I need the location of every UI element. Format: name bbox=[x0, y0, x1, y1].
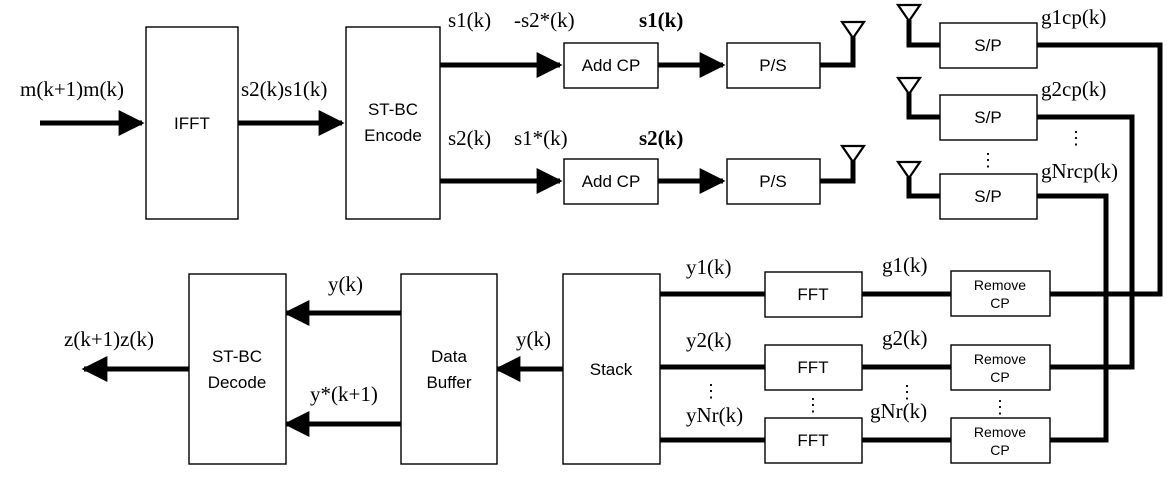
fft-label-2: FFT bbox=[797, 358, 828, 377]
ps-label-1: P/S bbox=[759, 56, 786, 75]
remove-cp-label-2a: Remove bbox=[974, 351, 1026, 367]
encoder-bottom-output-label: s2(k) bbox=[448, 126, 491, 150]
fft-block-2: FFT bbox=[764, 344, 863, 391]
sp-label-N: S/P bbox=[974, 187, 1001, 206]
fft-block-1: FFT bbox=[764, 271, 863, 318]
fft-label-1: FFT bbox=[797, 285, 828, 304]
data-buffer-block: Data Buffer bbox=[400, 273, 498, 465]
ps1-to-antenna-wire bbox=[820, 36, 856, 68]
rx-antenna-2-icon bbox=[895, 76, 923, 96]
encoder-top-conj-label: -s2*(k) bbox=[514, 8, 575, 32]
sp-label-1: S/P bbox=[974, 36, 1001, 55]
remove-cp-block-1: Remove CP bbox=[950, 270, 1051, 317]
data-buffer-label-line1: Data bbox=[431, 347, 467, 366]
remove-cp-label-2b: CP bbox=[990, 369, 1009, 385]
rx2-signal-label: g2cp(k) bbox=[1041, 77, 1106, 101]
ellipsis-markers: ⋮ ⋮ ⋮ ⋮ ⋮ ⋮ bbox=[702, 128, 1085, 417]
remove-cp-label-1b: CP bbox=[990, 295, 1009, 311]
rx-antenna-1-icon bbox=[895, 3, 923, 23]
stbc-encode-block: ST-BC Encode bbox=[345, 26, 441, 220]
stack-output-label: y(k) bbox=[516, 327, 551, 351]
signal-labels: m(k+1)m(k) s2(k)s1(k) s1(k) -s2*(k) s1(k… bbox=[20, 5, 1118, 427]
encoder-top-output-label: s1(k) bbox=[448, 8, 491, 32]
yNr-signal-label: yNr(k) bbox=[686, 403, 743, 427]
rx-antenna1-to-sp1-wire bbox=[906, 20, 940, 48]
fft-ellipsis: ⋮ bbox=[804, 395, 822, 415]
ps-label-2: P/S bbox=[759, 172, 786, 191]
g2-signal-label: g2(k) bbox=[882, 326, 928, 350]
sp-block-2: S/P bbox=[939, 94, 1038, 141]
sp-block-N: S/P bbox=[939, 173, 1038, 220]
y-ellipsis: ⋮ bbox=[702, 381, 720, 401]
ifft-block: IFFT bbox=[145, 26, 239, 220]
encoder-bottom-conj-label: s1*(k) bbox=[514, 126, 568, 150]
stbc-decode-block: ST-BC Decode bbox=[188, 273, 287, 465]
output-signal-label: z(k+1)z(k) bbox=[64, 327, 154, 351]
remove-cp-ellipsis: ⋮ bbox=[991, 397, 1009, 417]
sp-ellipsis: ⋮ bbox=[979, 150, 997, 170]
stack-block: Stack bbox=[562, 273, 661, 465]
buffer-output-bottom-label: y*(k+1) bbox=[310, 382, 378, 406]
ifft-output-label: s2(k)s1(k) bbox=[241, 77, 327, 101]
sp2-to-removecp2-wire bbox=[1037, 114, 1135, 370]
fft-label-N: FFT bbox=[797, 431, 828, 450]
add-cp-label-2: Add CP bbox=[582, 172, 641, 191]
gNr-signal-label: gNr(k) bbox=[870, 399, 927, 423]
remove-cp-block-N: Remove CP bbox=[950, 417, 1051, 464]
stbc-decode-label-line1: ST-BC bbox=[212, 347, 262, 366]
spN-to-removecpN-wire bbox=[1037, 193, 1109, 443]
tx-antenna-2-icon bbox=[839, 144, 867, 164]
sp-label-2: S/P bbox=[974, 108, 1001, 127]
rx1-signal-label: g1cp(k) bbox=[1041, 5, 1106, 29]
input-signal-label: m(k+1)m(k) bbox=[20, 77, 124, 101]
add-cp-label-1: Add CP bbox=[582, 56, 641, 75]
y1-signal-label: y1(k) bbox=[686, 255, 732, 279]
g1-signal-label: g1(k) bbox=[882, 253, 928, 277]
remove-cp-label-Na: Remove bbox=[974, 424, 1026, 440]
tx1-signal-label: s1(k) bbox=[639, 8, 683, 32]
rx-antenna-N-icon bbox=[895, 160, 923, 180]
sp-block-1: S/P bbox=[939, 22, 1038, 69]
tx-antenna-1-icon bbox=[839, 20, 867, 40]
signal-wires bbox=[40, 20, 1163, 443]
buffer-output-top-label: y(k) bbox=[328, 272, 363, 296]
stbc-encode-label-line2: Encode bbox=[364, 126, 422, 145]
add-cp-block-2: Add CP bbox=[563, 158, 659, 205]
remove-cp-block-2: Remove CP bbox=[950, 344, 1051, 391]
add-cp-block-1: Add CP bbox=[563, 42, 659, 89]
g-ellipsis: ⋮ bbox=[898, 382, 916, 402]
remove-cp-label-Nb: CP bbox=[990, 442, 1009, 458]
ps-block-1: P/S bbox=[726, 42, 821, 89]
rx-antennaN-to-spN-wire bbox=[906, 177, 940, 199]
tx2-signal-label: s2(k) bbox=[639, 126, 683, 150]
stbc-encode-label-line1: ST-BC bbox=[368, 100, 418, 119]
stbc-decode-label-line2: Decode bbox=[208, 373, 267, 392]
ifft-label: IFFT bbox=[174, 114, 210, 133]
data-buffer-label-line2: Buffer bbox=[426, 373, 471, 392]
fft-block-N: FFT bbox=[764, 417, 863, 464]
y2-signal-label: y2(k) bbox=[686, 328, 732, 352]
ps-block-2: P/S bbox=[726, 158, 821, 205]
rx-antenna2-to-sp2-wire bbox=[906, 92, 940, 120]
rx-wire-ellipsis: ⋮ bbox=[1067, 128, 1085, 148]
stack-label: Stack bbox=[590, 360, 633, 379]
ps2-to-antenna-wire bbox=[820, 160, 856, 184]
rxN-signal-label: gNrcp(k) bbox=[1041, 159, 1118, 183]
remove-cp-label-1a: Remove bbox=[974, 277, 1026, 293]
antennas bbox=[839, 3, 923, 180]
